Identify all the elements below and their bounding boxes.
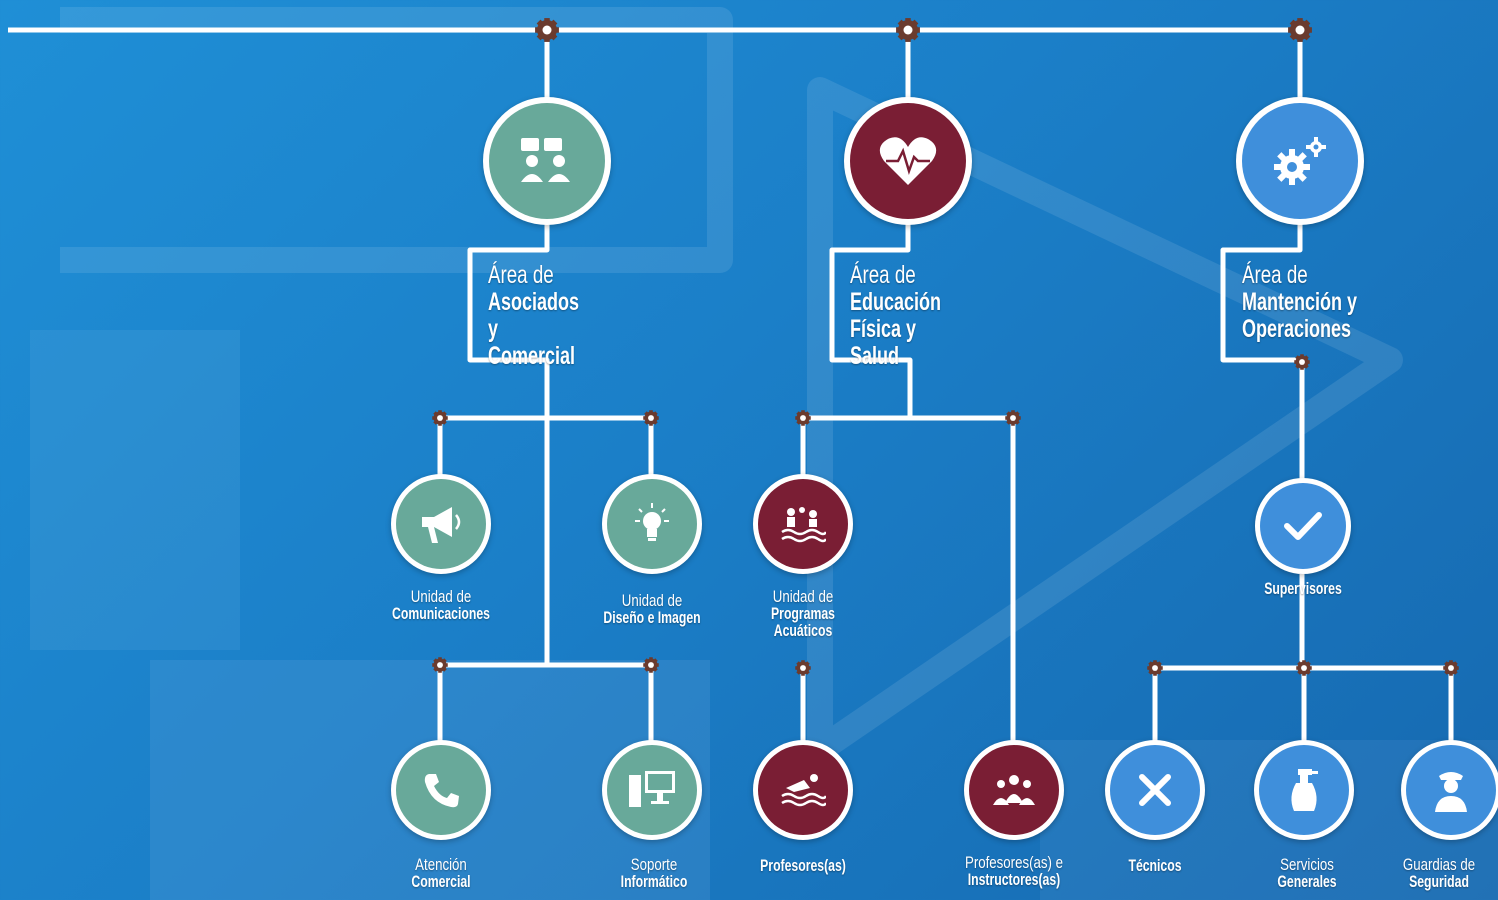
label-line: Instructores(as) — [967, 870, 1061, 889]
area-label-line: Mantención y — [1242, 288, 1358, 316]
label-line: Soporte — [630, 855, 678, 874]
label-supervisores: Supervisores — [1228, 580, 1378, 597]
label-line: Comercial — [411, 872, 471, 891]
area-label-line: Comercial — [488, 342, 576, 370]
swimmer-icon — [780, 770, 826, 810]
gear-icon — [1005, 410, 1021, 426]
unit-profesores-node[interactable] — [753, 740, 853, 840]
area-label-line: Asociados y — [488, 288, 580, 343]
guard-icon — [1431, 768, 1471, 812]
unit-atencion-node[interactable] — [391, 740, 491, 840]
label-line: Técnicos — [1128, 856, 1182, 875]
label-line: Profesores(as) — [760, 856, 846, 875]
label-line: Programas — [771, 604, 835, 623]
computer-icon — [627, 769, 677, 811]
gear-icon — [643, 410, 659, 426]
label-atencion: Atención Comercial — [366, 856, 516, 890]
gear-icon — [1294, 354, 1310, 370]
label-line: Comunicaciones — [392, 604, 490, 623]
area-mantencion-node[interactable] — [1236, 97, 1364, 225]
label-line: Generales — [1277, 872, 1337, 891]
area-label-line: Área de — [850, 261, 916, 289]
label-servicios: Servicios Generales — [1232, 856, 1382, 890]
unit-tecnicos-node[interactable] — [1105, 740, 1205, 840]
label-line: Acuáticos — [773, 621, 833, 640]
area-label-line: Educación — [850, 288, 942, 316]
gear-icon — [1147, 660, 1163, 676]
unit-servicios-node[interactable] — [1254, 740, 1354, 840]
connector-line — [1220, 224, 1305, 480]
gear-icon — [1443, 660, 1459, 676]
area-educacion-node[interactable] — [844, 97, 972, 225]
gear-icon — [432, 410, 448, 426]
area-mantencion-label: Área de Mantención y Operaciones — [1242, 262, 1402, 343]
label-line: Supervisores — [1264, 579, 1342, 598]
area-label-line: Física y Salud — [850, 315, 917, 370]
label-guardias: Guardias de Seguridad — [1380, 856, 1498, 890]
area-educacion-label: Área de Educación Física y Salud — [850, 262, 1010, 370]
area-label-line: Área de — [488, 261, 554, 289]
label-profesores: Profesores(as) — [728, 857, 878, 874]
label-line: Unidad de — [410, 587, 472, 606]
gear-icon — [432, 657, 448, 673]
lightbulb-icon — [629, 501, 675, 547]
label-instructores: Profesores(as) e Instructores(as) — [934, 854, 1094, 888]
gears-icon — [1270, 135, 1330, 187]
label-acuaticos: Unidad de Programas Acuáticos — [728, 588, 878, 639]
area-asociados-node[interactable] — [483, 97, 611, 225]
label-line: Informático — [620, 872, 688, 891]
unit-guardias-node[interactable] — [1401, 740, 1498, 840]
gear-icon — [643, 657, 659, 673]
area-asociados-label: Área de Asociados y Comercial — [488, 262, 628, 370]
unit-diseno-node[interactable] — [602, 474, 702, 574]
label-line: Atención — [415, 855, 467, 874]
gear-icon — [795, 660, 811, 676]
unit-comunicaciones-node[interactable] — [391, 474, 491, 574]
checkmark-icon — [1283, 509, 1323, 543]
gear-icon — [535, 18, 559, 42]
spray-bottle-icon — [1284, 767, 1324, 813]
label-comunicaciones: Unidad de Comunicaciones — [366, 588, 516, 622]
phone-icon — [421, 770, 461, 810]
heart-pulse-icon — [878, 135, 938, 187]
megaphone-icon — [418, 501, 464, 547]
area-label-line: Operaciones — [1242, 315, 1352, 343]
group-icon — [991, 771, 1037, 809]
label-line: Seguridad — [1409, 872, 1469, 891]
label-line: Diseño e Imagen — [603, 608, 701, 627]
gear-icon — [795, 410, 811, 426]
water-play-icon — [780, 504, 826, 544]
unit-soporte-node[interactable] — [602, 740, 702, 840]
unit-acuaticos-node[interactable] — [753, 474, 853, 574]
label-line: Profesores(as) e — [964, 853, 1064, 872]
gear-icon — [1296, 660, 1312, 676]
chat-people-icon — [519, 136, 575, 186]
label-soporte: Soporte Informático — [579, 856, 729, 890]
connector-line — [829, 224, 913, 418]
gear-icon — [896, 18, 920, 42]
unit-supervisores-node[interactable] — [1255, 478, 1351, 574]
label-line: Unidad de — [621, 591, 683, 610]
tools-icon — [1134, 769, 1176, 811]
label-line: Guardias de — [1402, 855, 1476, 874]
gear-icon — [1288, 18, 1312, 42]
label-line: Servicios — [1280, 855, 1334, 874]
connector-line — [467, 224, 550, 665]
label-tecnicos: Técnicos — [1080, 857, 1230, 874]
unit-instructores-node[interactable] — [964, 740, 1064, 840]
label-diseno: Unidad de Diseño e Imagen — [577, 592, 727, 626]
area-label-line: Área de — [1242, 261, 1308, 289]
label-line: Unidad de — [772, 587, 834, 606]
